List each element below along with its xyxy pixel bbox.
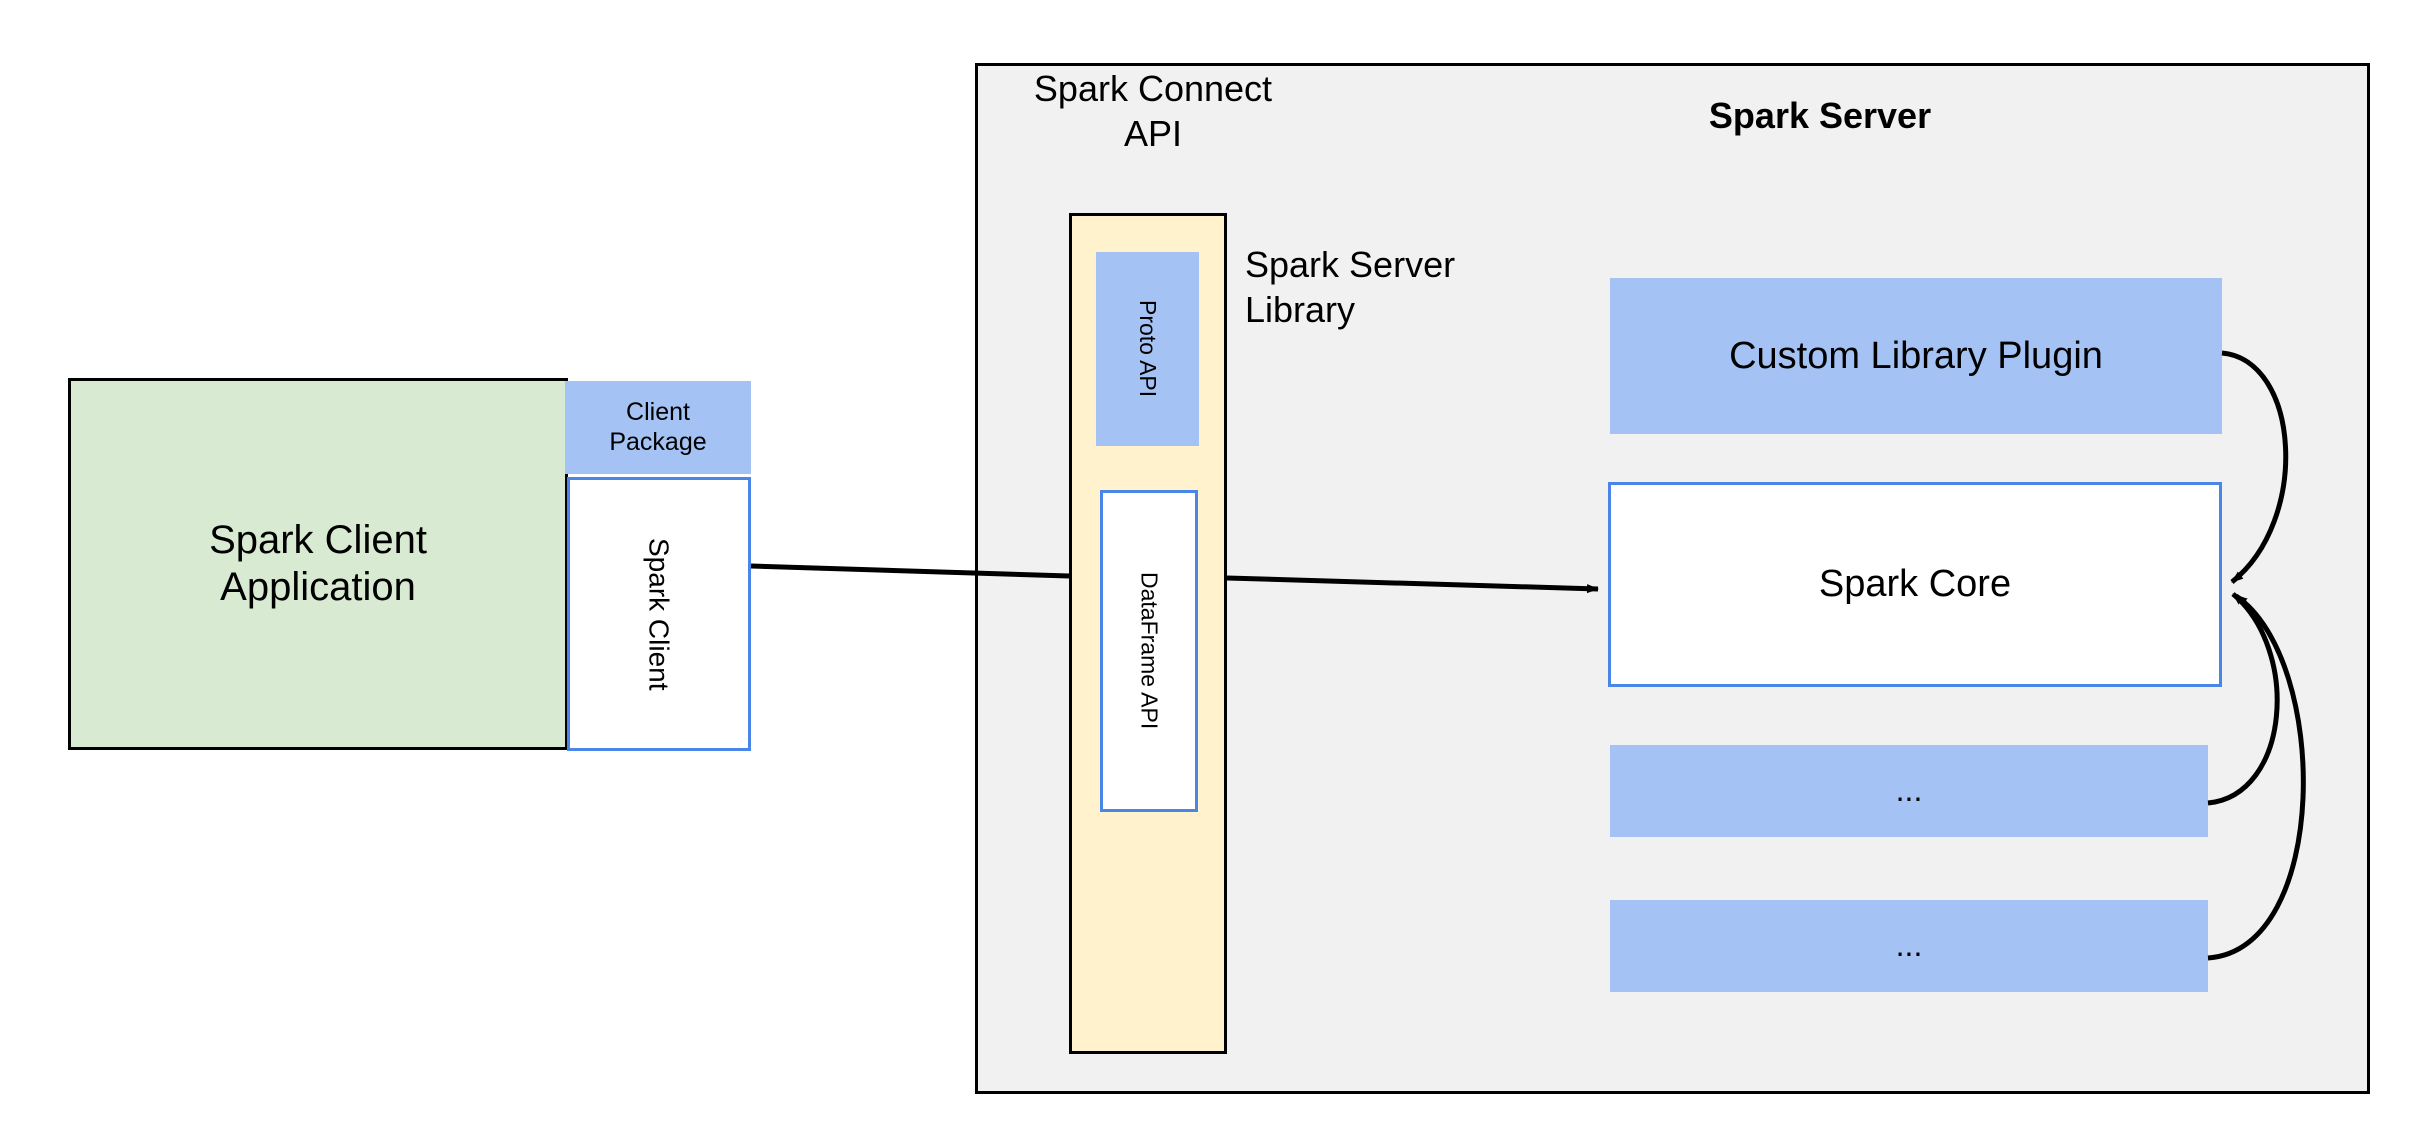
custom-library-plugin-box[interactable]: Custom Library Plugin (1610, 278, 2222, 434)
client-app-label-line1: Spark Client (209, 517, 427, 562)
dataframe-api-box[interactable]: DataFrame API (1100, 490, 1198, 812)
server-component-ellipsis-1-label: ... (1895, 772, 1923, 809)
client-package-label: Client Package (609, 398, 706, 457)
server-component-ellipsis-1-box[interactable]: ... (1610, 745, 2208, 837)
proto-api-box[interactable]: Proto API (1096, 252, 1199, 446)
spark-server-library-label-line1: Spark Server (1245, 244, 1456, 285)
spark-connect-api-label-line1: Spark Connect (1033, 68, 1273, 109)
spark-server-title: Spark Server (1708, 95, 1932, 136)
spark-core-label: Spark Core (1818, 563, 2012, 606)
client-package-box[interactable]: Client Package (565, 381, 751, 474)
spark-connect-api-label-line2: API (1123, 112, 1183, 154)
spark-client-application-box[interactable]: Spark Client Application (68, 378, 568, 750)
server-component-ellipsis-2-box[interactable]: ... (1610, 900, 2208, 992)
client-package-label-line2: Package (609, 427, 707, 456)
dataframe-api-label: DataFrame API (1136, 572, 1163, 730)
spark-client-box[interactable]: Spark Client (567, 477, 751, 751)
spark-server-library-label: Spark Server Library (1245, 243, 1545, 332)
custom-library-plugin-label: Custom Library Plugin (1729, 334, 2103, 377)
spark-core-box[interactable]: Spark Core (1608, 482, 2222, 687)
proto-api-label: Proto API (1135, 300, 1162, 398)
spark-connect-api-label: Spark Connect API (1008, 67, 1298, 156)
client-app-label-line2: Application (220, 565, 416, 609)
spark-client-application-label: Spark Client Application (209, 517, 427, 611)
client-package-label-line1: Client (626, 398, 690, 426)
spark-server-library-label-line2: Library (1245, 288, 1356, 330)
spark-client-label: Spark Client (643, 537, 675, 691)
server-component-ellipsis-2-label: ... (1895, 927, 1923, 964)
